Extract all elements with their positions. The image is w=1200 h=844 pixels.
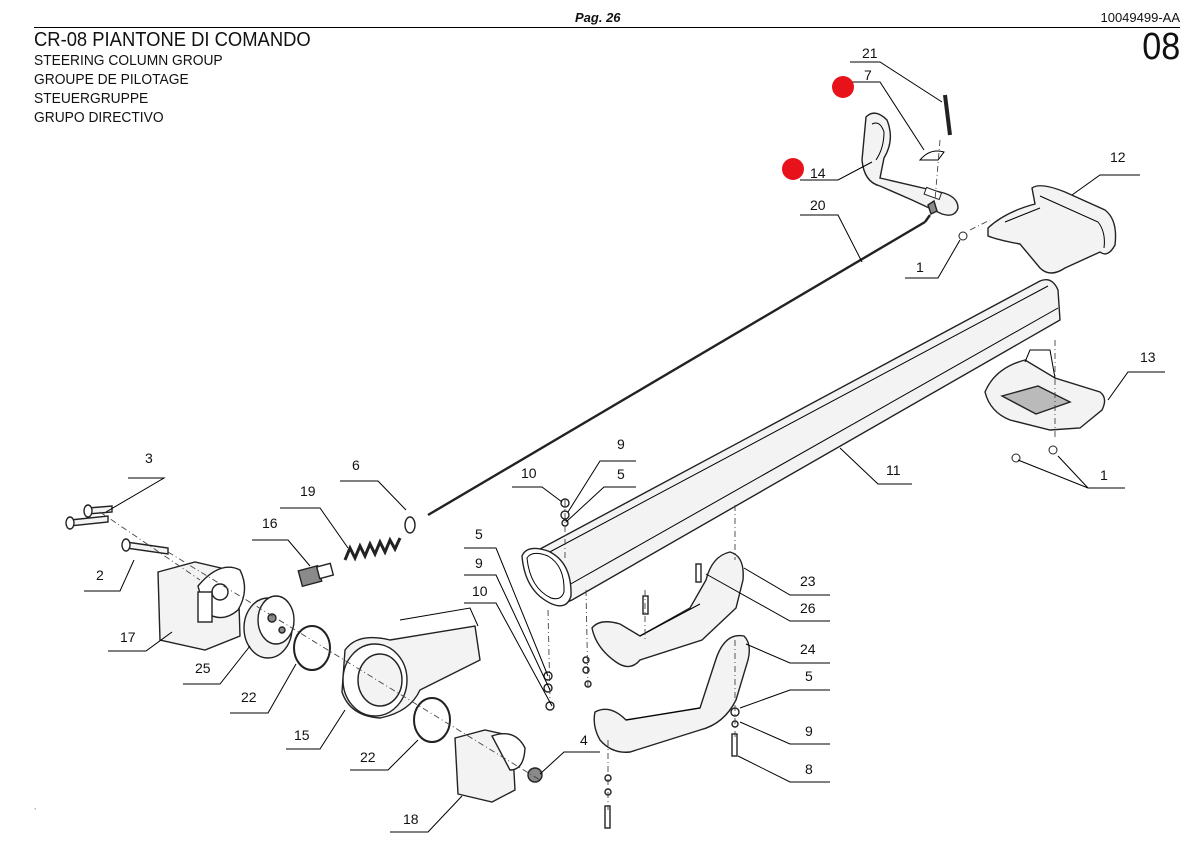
subtitle-fr: GROUPE DE PILOTAGE [34, 71, 189, 88]
lever-assembly [861, 94, 959, 216]
assembly-centerlines [99, 139, 1056, 810]
o-ring-upper [293, 625, 331, 671]
marker-item-14 [782, 158, 804, 180]
support-17 [157, 561, 246, 651]
callout: 15 [294, 727, 310, 743]
callout: 21 [862, 45, 878, 61]
support-18 [454, 729, 543, 803]
subtitle-es: GRUPO DIRECTIVO [34, 109, 164, 126]
callout: 11 [886, 462, 901, 478]
callout: 5 [617, 466, 625, 482]
spring-set [297, 516, 416, 588]
leader-lines [84, 61, 1165, 833]
section-number: 08 [1141, 26, 1180, 68]
callout: 25 [195, 660, 211, 676]
callout: 26 [800, 600, 816, 616]
hub-25 [243, 595, 295, 659]
header-rule [34, 27, 1180, 28]
page-number: Pag. 26 [575, 10, 621, 25]
column-tube [521, 278, 1061, 607]
callout: 6 [352, 457, 360, 473]
callout: 5 [805, 668, 813, 684]
callout: 3 [145, 450, 153, 466]
callout: 14 [810, 165, 826, 181]
callout: 22 [241, 689, 257, 705]
o-ring-lower [413, 697, 451, 743]
handle-23 [591, 551, 744, 668]
callout: 19 [300, 483, 316, 499]
control-rod [427, 220, 926, 517]
callout: 10 [521, 465, 537, 481]
callout: 5 [475, 526, 483, 542]
callout: 24 [800, 641, 816, 657]
callout: 9 [805, 723, 813, 739]
handle-24 [593, 634, 751, 753]
callout: 22 [360, 749, 376, 765]
callout: 7 [864, 67, 872, 83]
subtitle-en: STEERING COLUMN GROUP [34, 52, 223, 69]
callout: 8 [805, 761, 813, 777]
callout: 18 [403, 811, 419, 827]
lower-bracket [984, 349, 1106, 463]
rod-tip [924, 214, 931, 223]
subtitle-de: STEUERGRUPPE [34, 90, 149, 107]
callout: 1 [916, 259, 924, 275]
callout: 12 [1110, 149, 1126, 165]
corner-mark: ˎ [34, 801, 37, 810]
callout: 1 [1100, 467, 1108, 483]
housing-15 [341, 607, 481, 719]
callout: 20 [810, 197, 826, 213]
marker-item-7 [832, 76, 854, 98]
document-code: 10049499-AA [1100, 10, 1180, 25]
callout-labels: 21 7 14 20 12 1 13 11 1 9 10 5 6 3 19 16… [96, 45, 1156, 827]
callout: 16 [262, 515, 278, 531]
callout: 4 [580, 732, 588, 748]
callout: 9 [617, 436, 625, 452]
page-title: CR-08 PIANTONE DI COMANDO [34, 29, 311, 51]
callout: 9 [475, 555, 483, 571]
callout: 17 [120, 629, 136, 645]
top-cap [958, 185, 1117, 274]
callout: 2 [96, 567, 104, 583]
callout: 13 [1140, 349, 1156, 365]
bolts-left [65, 504, 169, 555]
callout: 23 [800, 573, 816, 589]
parts-drawing [65, 94, 1117, 829]
callout: 10 [472, 583, 488, 599]
